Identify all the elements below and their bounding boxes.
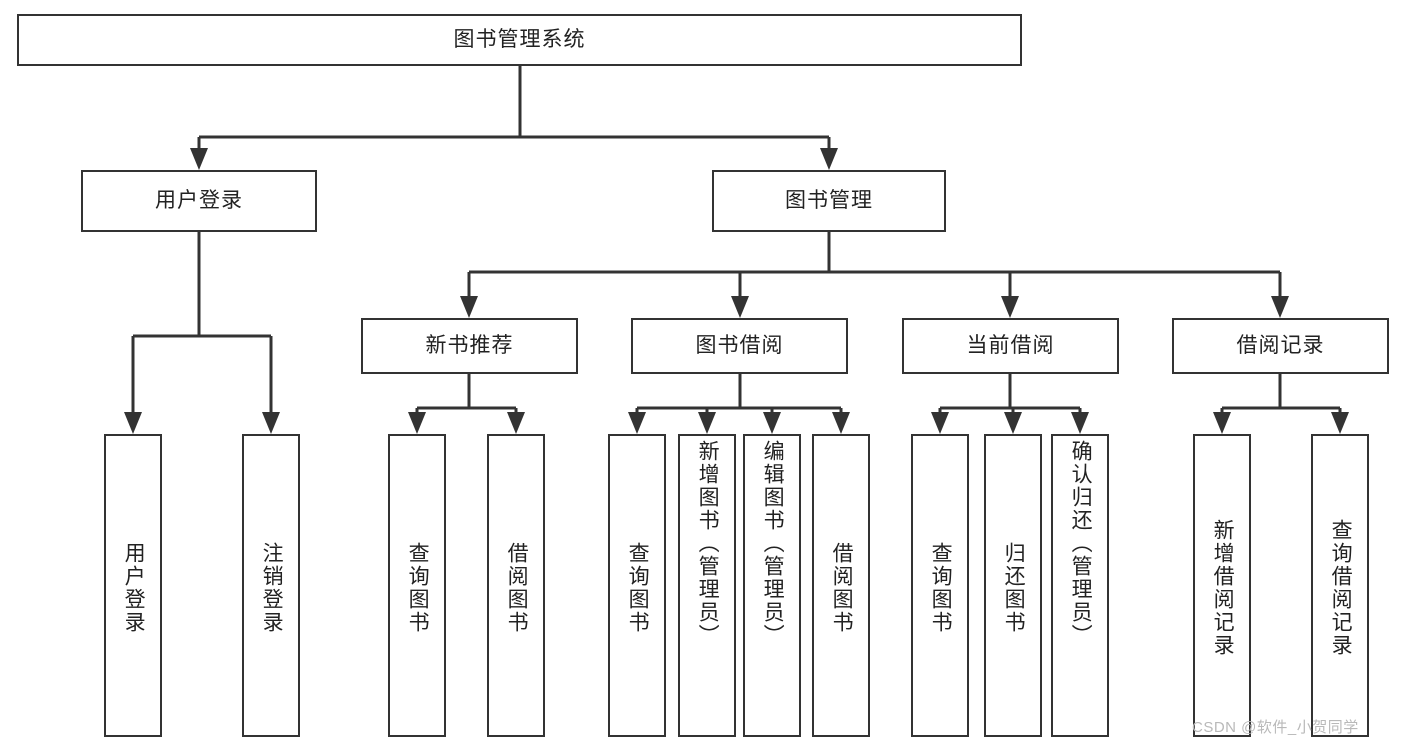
arrow-head-book-borrow-to-leaves-0 (628, 412, 646, 434)
node-label-leaf-confirm-return-admin: 确认归还（管理员） (1069, 440, 1093, 647)
arrow-head-current-borrow-to-leaves-1 (1004, 412, 1022, 434)
node-leaf-return-book[interactable]: 归还图书 (984, 434, 1042, 737)
node-label-root: 图书管理系统 (453, 28, 586, 52)
node-leaf-add-book-admin[interactable]: 新增图书（管理员） (678, 434, 736, 737)
node-leaf-user-login[interactable]: 用户登录 (104, 434, 162, 737)
arrow-head-borrow-record-to-leaves-0 (1213, 412, 1231, 434)
arrow-head-book-manage-to-level2-2 (1001, 296, 1019, 318)
node-label-leaf-query-book-3: 查询图书 (929, 541, 953, 634)
arrow-head-current-borrow-to-leaves-2 (1071, 412, 1089, 434)
node-leaf-query-book-3[interactable]: 查询图书 (911, 434, 969, 737)
arrow-head-book-manage-to-level2-0 (460, 296, 478, 318)
node-label-leaf-query-borrow-record: 查询借阅记录 (1329, 518, 1353, 657)
node-leaf-add-borrow-record[interactable]: 新增借阅记录 (1193, 434, 1251, 737)
node-current-borrow[interactable]: 当前借阅 (902, 318, 1119, 374)
node-book-manage[interactable]: 图书管理 (712, 170, 946, 232)
arrow-head-book-borrow-to-leaves-2 (763, 412, 781, 434)
arrow-head-current-borrow-to-leaves-0 (931, 412, 949, 434)
node-label-book-manage: 图书管理 (785, 189, 873, 213)
arrow-head-borrow-record-to-leaves-1 (1331, 412, 1349, 434)
node-label-borrow-record: 借阅记录 (1236, 334, 1325, 358)
node-label-leaf-return-book: 归还图书 (1002, 541, 1026, 634)
node-label-leaf-query-book-2: 查询图书 (626, 541, 650, 634)
node-label-leaf-borrow-book-1: 借阅图书 (505, 541, 529, 634)
arrow-head-new-book-recommend-to-leaves-0 (408, 412, 426, 434)
node-label-book-borrow: 图书借阅 (695, 334, 784, 358)
node-label-new-book-recommend: 新书推荐 (425, 334, 514, 358)
arrow-head-user-login-to-leaves-0 (124, 412, 142, 434)
node-borrow-record[interactable]: 借阅记录 (1172, 318, 1389, 374)
watermark-text: CSDN @软件_小贺同学 (1192, 719, 1359, 736)
arrow-head-book-borrow-to-leaves-1 (698, 412, 716, 434)
arrow-head-book-manage-to-level2-1 (731, 296, 749, 318)
node-label-leaf-user-login: 用户登录 (122, 541, 146, 634)
node-label-leaf-add-borrow-record: 新增借阅记录 (1211, 518, 1235, 657)
node-label-user-login: 用户登录 (155, 189, 243, 213)
node-leaf-borrow-book-1[interactable]: 借阅图书 (487, 434, 545, 737)
arrow-head-book-borrow-to-leaves-3 (832, 412, 850, 434)
node-user-login[interactable]: 用户登录 (81, 170, 317, 232)
node-leaf-query-book-2[interactable]: 查询图书 (608, 434, 666, 737)
node-label-leaf-borrow-book-2: 借阅图书 (830, 541, 854, 634)
node-book-borrow[interactable]: 图书借阅 (631, 318, 848, 374)
node-leaf-query-book-1[interactable]: 查询图书 (388, 434, 446, 737)
node-label-leaf-query-book-1: 查询图书 (406, 541, 430, 634)
arrow-head-user-login-to-leaves-1 (262, 412, 280, 434)
node-new-book-recommend[interactable]: 新书推荐 (361, 318, 578, 374)
node-leaf-edit-book-admin[interactable]: 编辑图书（管理员） (743, 434, 801, 737)
node-label-leaf-edit-book-admin: 编辑图书（管理员） (761, 440, 785, 647)
node-leaf-query-borrow-record[interactable]: 查询借阅记录 (1311, 434, 1369, 737)
node-leaf-user-logout[interactable]: 注销登录 (242, 434, 300, 737)
node-label-leaf-add-book-admin: 新增图书（管理员） (696, 440, 720, 647)
node-label-current-borrow: 当前借阅 (966, 334, 1055, 358)
arrow-head-new-book-recommend-to-leaves-1 (507, 412, 525, 434)
arrow-head-root-to-level1-1 (820, 148, 838, 170)
node-leaf-borrow-book-2[interactable]: 借阅图书 (812, 434, 870, 737)
arrow-head-book-manage-to-level2-3 (1271, 296, 1289, 318)
connector-lines (124, 66, 1349, 434)
node-leaf-confirm-return-admin[interactable]: 确认归还（管理员） (1051, 434, 1109, 737)
node-label-leaf-user-logout: 注销登录 (260, 541, 284, 634)
node-root[interactable]: 图书管理系统 (17, 14, 1022, 66)
arrow-head-root-to-level1-0 (190, 148, 208, 170)
